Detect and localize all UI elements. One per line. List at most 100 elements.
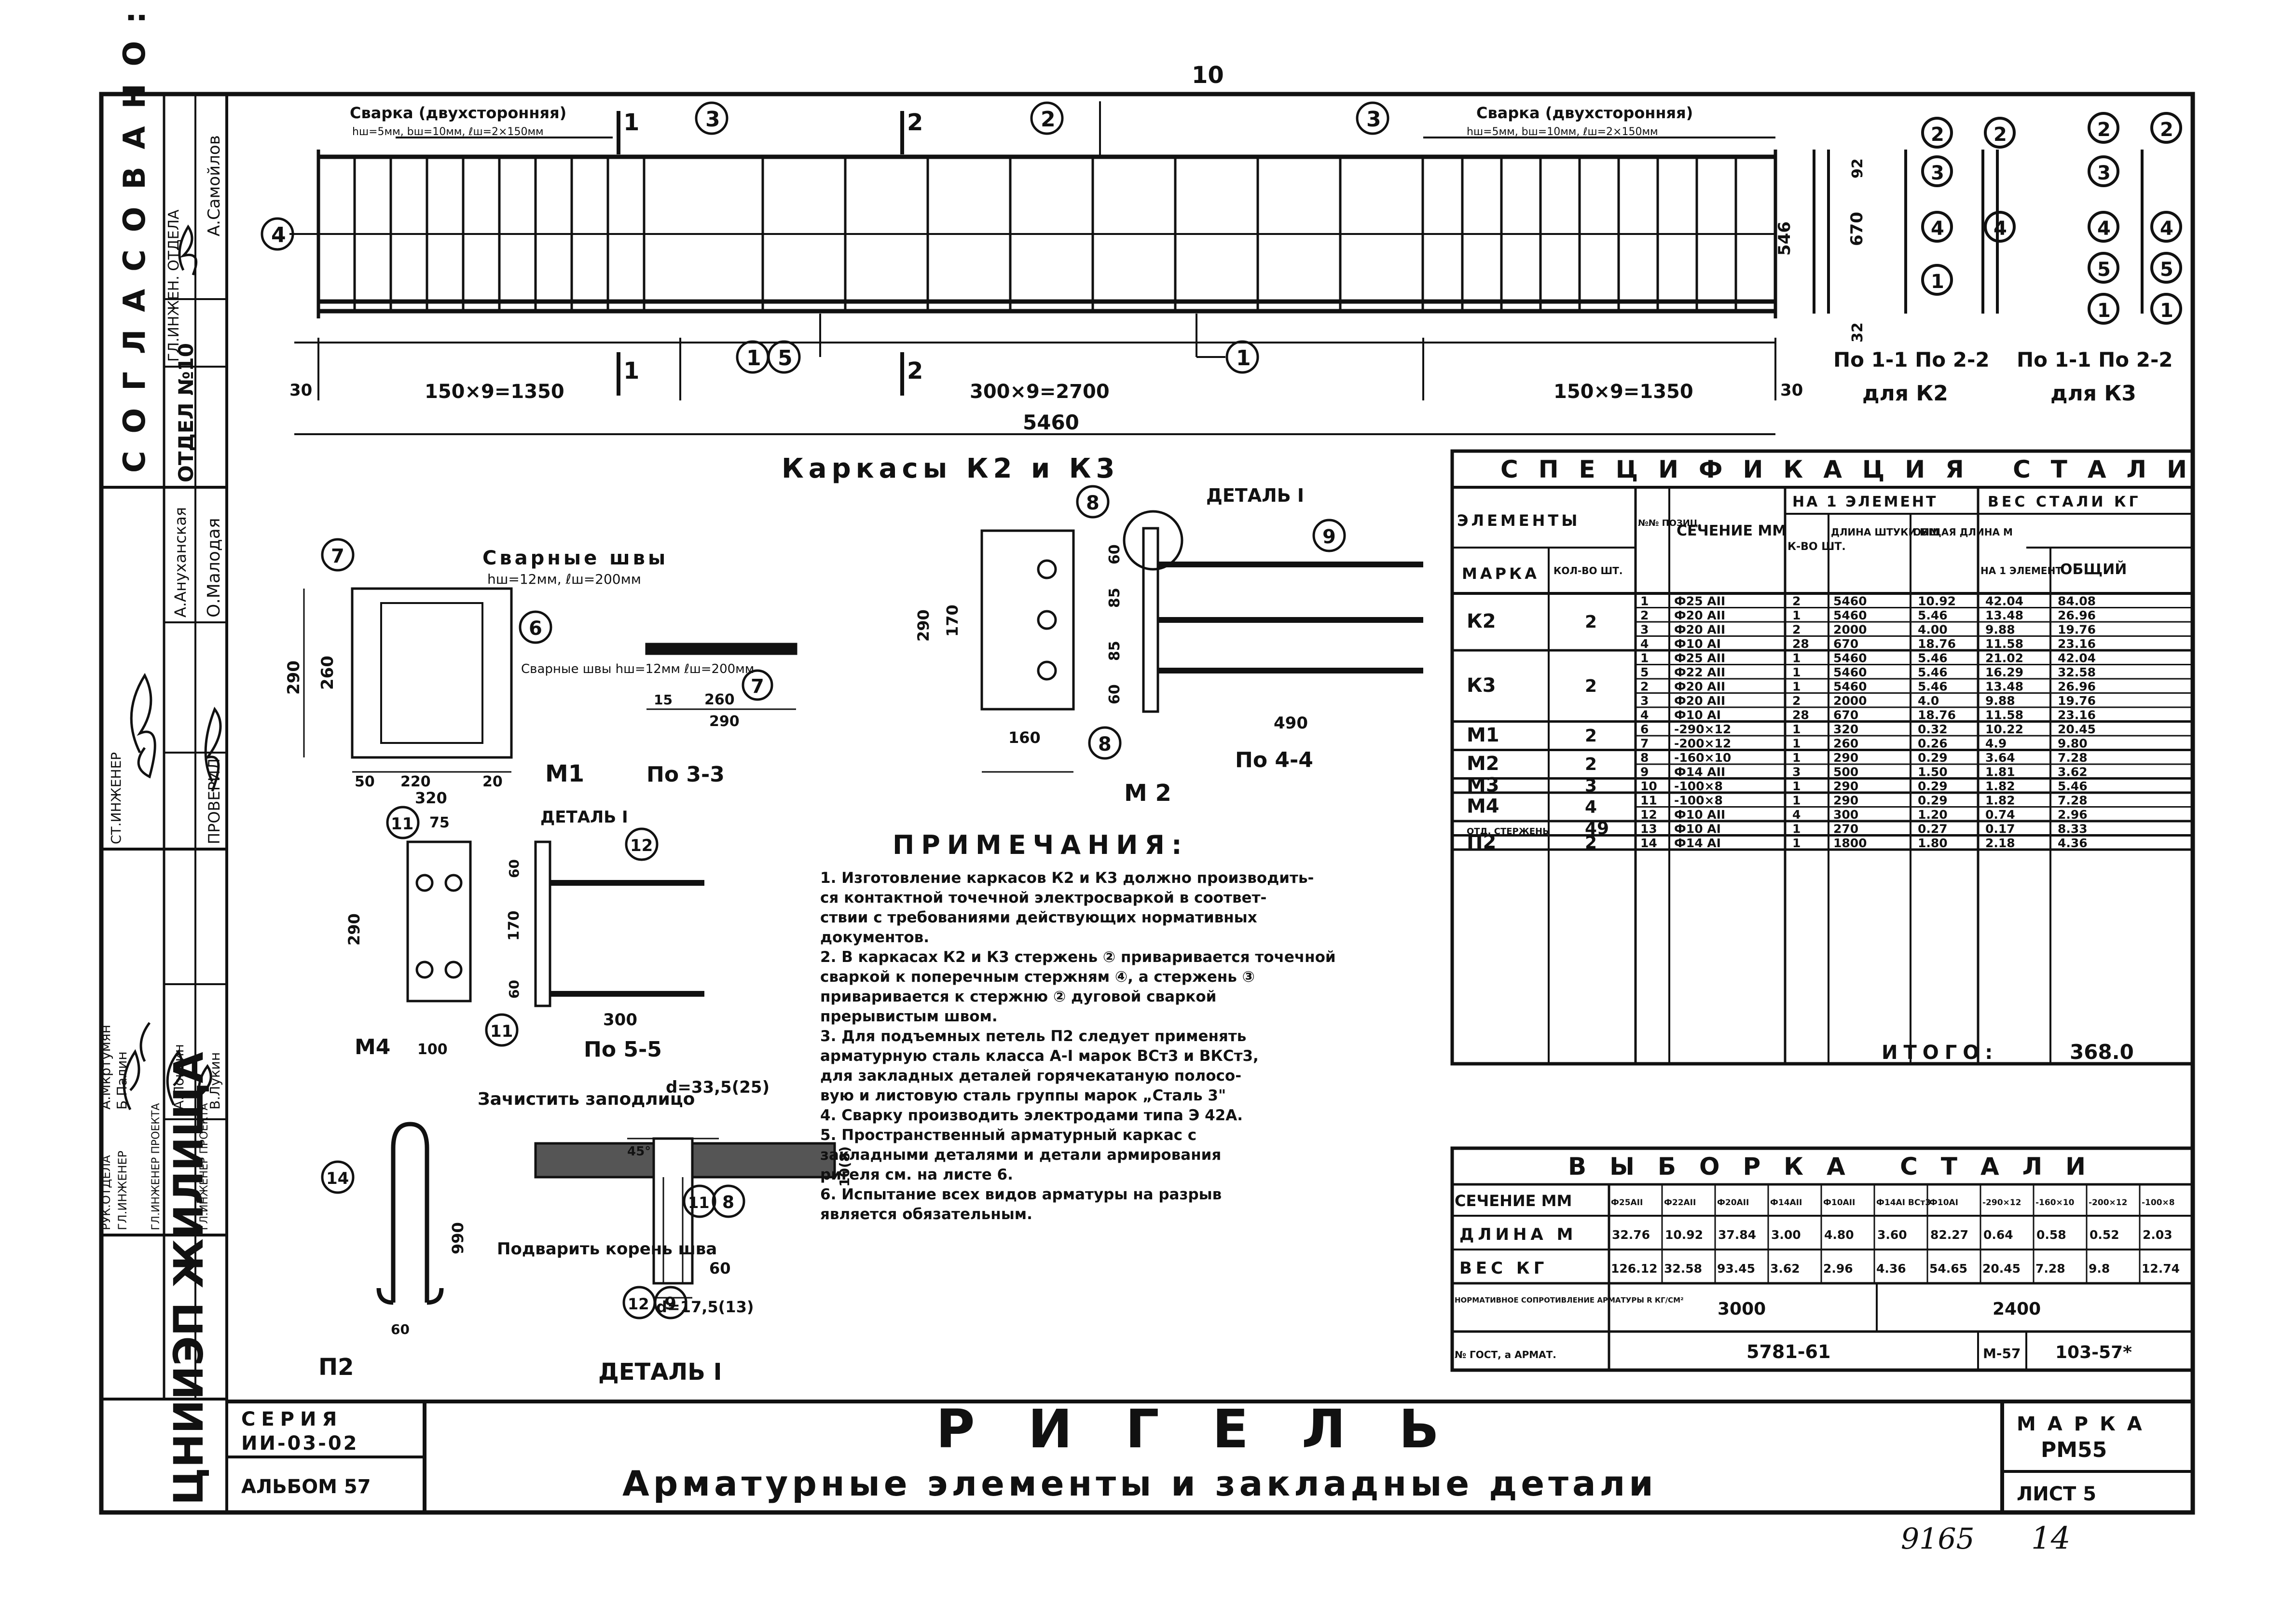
sel-length: 0.64 <box>1983 1228 2013 1242</box>
sec-k2-pos4: 4 <box>1931 218 1944 240</box>
spec-qty: 4 <box>1585 797 1597 817</box>
sel-weight: 32.58 <box>1664 1262 1702 1276</box>
m1-dim-220: 220 <box>400 773 431 790</box>
spec-cell: 1.82 <box>1985 794 2015 808</box>
spec-cell: 2 <box>1640 680 1649 694</box>
stamp-name-4: В.Лукин <box>207 1052 223 1110</box>
spec-cell: 84.08 <box>2058 594 2096 608</box>
spec-cell: 7.28 <box>2058 751 2088 765</box>
m4-dim-60b: 60 <box>506 980 522 999</box>
spec-cell: 0.27 <box>1918 822 1948 836</box>
spec-cell: 5 <box>1640 665 1649 679</box>
spec-cell: 18.76 <box>1918 637 1956 651</box>
spec-cell: 670 <box>1833 637 1858 651</box>
signature-2 <box>130 673 156 779</box>
m1-pos6: 6 <box>529 618 542 640</box>
sec-k2-pos1: 1 <box>1931 271 1944 293</box>
spec-cell: 7.28 <box>2058 794 2088 808</box>
spec-h-count: К-ВО ШТ. <box>1787 541 1846 553</box>
spec-cell: 2 <box>1640 608 1649 622</box>
weld-params-left: hш=5мм, bш=10мм, ℓш=2×150мм <box>352 126 544 138</box>
mark-value: РМ55 <box>2041 1438 2107 1462</box>
note-line: 1. Изготовление каркасов К2 и К3 должно … <box>820 869 1314 887</box>
frame-elevation <box>289 101 1777 435</box>
spec-cell: 1 <box>1792 680 1801 694</box>
selection-grid: Ф25АII32.76126.12Ф22АII10.9232.58Ф20АII3… <box>1611 1184 2180 1283</box>
spec-cell: 290 <box>1833 751 1858 765</box>
stamp-name-1: А.Мкртумян <box>97 1025 113 1110</box>
sec-k3b-pos4: 4 <box>2160 218 2173 240</box>
signature-1 <box>178 224 198 275</box>
stamp-name-3: А.Локтин <box>171 1044 187 1110</box>
spec-cell: 5460 <box>1833 651 1867 665</box>
spec-cell: 18.76 <box>1918 708 1956 722</box>
spec-cell: 0.29 <box>1918 751 1948 765</box>
sel-resist-b: 2400 <box>1993 1299 2041 1319</box>
spec-mark: П2 <box>1467 831 1496 853</box>
stamp-role-2: ГЛ.ИНЖЕНЕР <box>116 1151 129 1230</box>
detail-label: ДЕТАЛЬ I <box>598 1359 722 1386</box>
notes-list: 1. Изготовление каркасов К2 и К3 должно … <box>820 869 1336 1223</box>
spec-cell: 3.62 <box>2058 765 2088 779</box>
spec-table <box>1450 449 2195 1066</box>
detail-dim-60: 60 <box>709 1259 731 1277</box>
detail-d-bot: d=17,5(13) <box>656 1298 754 1316</box>
spec-cell: 1 <box>1792 794 1801 808</box>
sel-col-header: Ф10АI <box>1929 1198 1958 1208</box>
sel-row-length: ДЛИНА М <box>1459 1225 1577 1244</box>
sec-mark-1-bot: 1 <box>623 357 639 385</box>
engineer-name: А.Ануханская <box>171 507 190 618</box>
m4-pos11b: 11 <box>490 1022 513 1041</box>
spec-qty: 2 <box>1585 612 1597 632</box>
m2-pos8b: 8 <box>1098 733 1112 755</box>
spec-cell: 1.82 <box>1985 779 2015 793</box>
m1-sec-15a: 15 <box>654 692 673 708</box>
spec-cell: 5.46 <box>1918 665 1948 679</box>
sel-row-weight: ВЕС КГ <box>1459 1259 1548 1278</box>
spec-cell: 5460 <box>1833 594 1867 608</box>
spec-cell: 290 <box>1833 794 1858 808</box>
pos-2-top: 2 <box>1041 107 1056 132</box>
sel-weight: 9.8 <box>2089 1262 2110 1276</box>
note-line: 3. Для подъемных петель П2 следует приме… <box>820 1028 1246 1045</box>
spec-cell: Ф25 АII <box>1674 594 1725 608</box>
m2-dim-290: 290 <box>914 609 933 642</box>
frame-caption: Каркасы К2 и К3 <box>782 453 1119 484</box>
sec-k2-pos2: 2 <box>1931 124 1944 146</box>
spec-cell: 0.26 <box>1918 737 1948 751</box>
stamp-role-4: ГЛ.ИНЖЕНЕР ПРОЕКТА <box>198 1103 210 1230</box>
sel-length: 4.80 <box>1824 1228 1854 1242</box>
pos-1-bottom: 1 <box>746 346 761 371</box>
m1-dim-320: 320 <box>415 789 447 807</box>
pos-5-bottom: 5 <box>778 346 793 371</box>
spec-cell: -290×12 <box>1674 722 1731 736</box>
sel-length: 10.92 <box>1665 1228 1703 1242</box>
frame-sections <box>1813 112 2182 325</box>
spec-cell: 4.00 <box>1918 623 1948 637</box>
sec-k2b-pos2: 2 <box>1994 124 2007 146</box>
spec-cell: 500 <box>1833 765 1858 779</box>
signature-3 <box>204 706 222 792</box>
spec-qty: 2 <box>1585 755 1597 774</box>
detail-dim-10: 10(8) <box>837 1146 852 1187</box>
m2-pos9: 9 <box>1322 526 1336 548</box>
dim-right-span: 150×9=1350 <box>1554 381 1693 403</box>
spec-cell: 1 <box>1640 594 1649 608</box>
spec-cell: 5.46 <box>1918 651 1948 665</box>
series-label: СЕРИЯ <box>241 1408 343 1430</box>
spec-cell: 11 <box>1640 794 1657 808</box>
m4-dim-75: 75 <box>429 814 450 831</box>
chief-engineer-label: ГЛ.ИНЖЕН. ОТДЕЛА <box>165 209 182 362</box>
m1-dim-290: 290 <box>284 660 303 695</box>
approval-strip: СОГЛАСОВАНО: ОТДЕЛ №10 ГЛ.ИНЖЕН. ОТДЕЛА … <box>101 0 227 1401</box>
spec-cell: 0.29 <box>1918 779 1948 793</box>
spec-cell: 0.74 <box>1985 808 2015 822</box>
spec-cell: 5460 <box>1833 665 1867 679</box>
selection-table <box>1450 1146 2195 1372</box>
spec-cell: Ф22 АII <box>1674 665 1725 679</box>
spec-total-label: ИТОГО: <box>1882 1042 1998 1064</box>
spec-cell: 9.80 <box>2058 737 2088 751</box>
m1-weld-params: hш=12мм, ℓш=200мм <box>487 571 641 587</box>
m1-drawing <box>303 538 797 773</box>
spec-h-qty: КОЛ-ВО ШТ. <box>1554 565 1622 577</box>
